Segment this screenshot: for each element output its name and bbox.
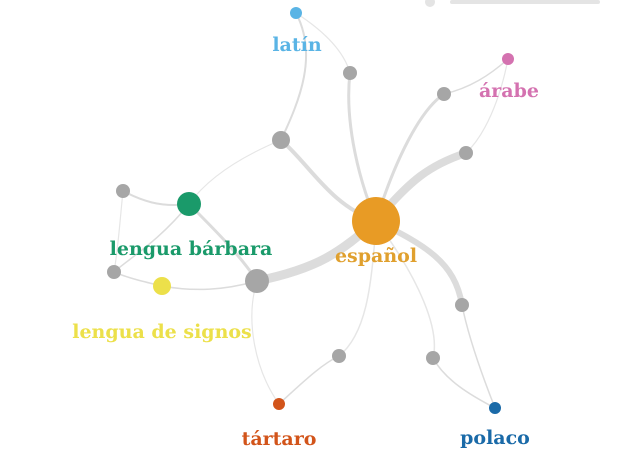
label-latin: latín [272, 34, 322, 56]
label-lengua-de-signos: lengua de signos [72, 321, 252, 343]
edge-polaco-node-lower-right [432, 357, 496, 409]
node-upper-left[interactable] [272, 131, 290, 149]
node-polaco[interactable] [489, 402, 501, 414]
edge-latin-node-upper-left [280, 12, 308, 141]
node-upper-mid[interactable] [343, 66, 357, 80]
label-tartaro: tártaro [242, 428, 317, 450]
edge-espanol-node-lower-right [375, 220, 436, 359]
label-espanol: español [335, 245, 417, 267]
node-right-mid[interactable] [455, 298, 469, 312]
node-left-top[interactable] [116, 184, 130, 198]
node-espanol[interactable] [352, 197, 400, 245]
node-lengua-barbara[interactable] [177, 192, 201, 216]
edge-barbara-node-upper-left [188, 139, 282, 205]
label-lengua-barbara: lengua bárbara [110, 238, 273, 260]
node-lower-mid[interactable] [332, 349, 346, 363]
edge-tartaro-node-lower-mid [278, 355, 340, 405]
node-latin[interactable] [290, 7, 302, 19]
node-right-top[interactable] [459, 146, 473, 160]
legend-stub [425, 0, 600, 7]
edge-barbara-node-left-low [113, 203, 190, 273]
node-arabe-grey[interactable] [437, 87, 451, 101]
edge-arabe-node-arabe-grey [443, 58, 509, 95]
label-polaco: polaco [460, 427, 530, 449]
edge-layer [113, 12, 509, 409]
edge-tartaro-node-left-center [251, 280, 280, 405]
edge-polaco-node-right-mid [461, 304, 496, 409]
label-layer: latín árabe lengua bárbara español lengu… [72, 34, 539, 450]
node-lower-right[interactable] [426, 351, 440, 365]
node-tartaro[interactable] [273, 398, 285, 410]
node-left-center[interactable] [245, 269, 269, 293]
node-layer [107, 7, 514, 414]
node-arabe[interactable] [502, 53, 514, 65]
edge-signos-node-left-center [161, 280, 258, 291]
edge-arabe-node-right-top [465, 58, 509, 154]
node-lengua-de-signos[interactable] [153, 277, 171, 295]
label-arabe: árabe [479, 80, 539, 102]
node-left-low[interactable] [107, 265, 121, 279]
